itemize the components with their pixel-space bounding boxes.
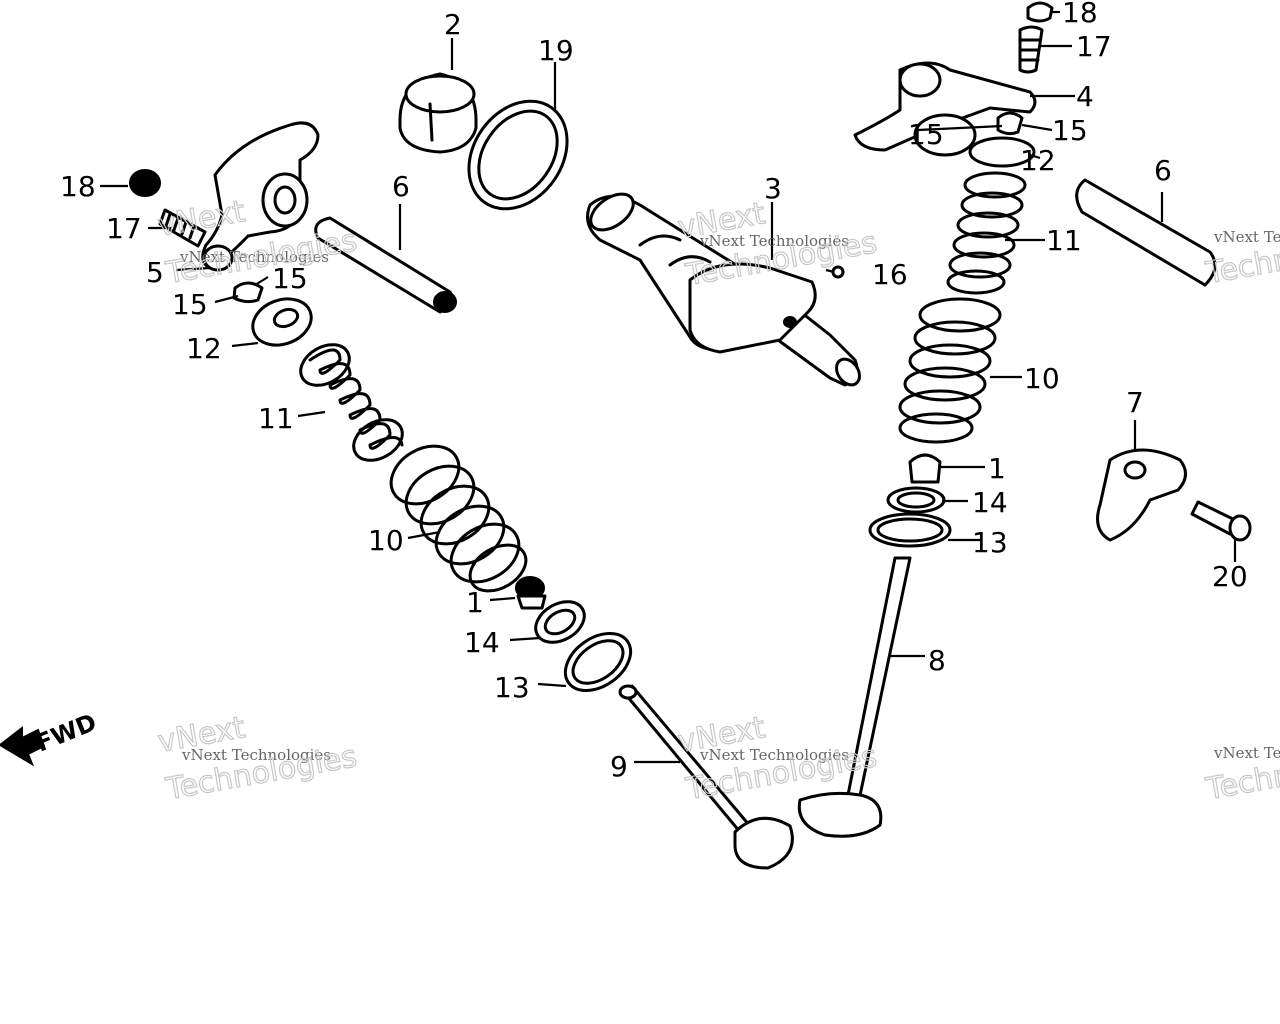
washer-13-right (868, 512, 952, 548)
callout-numbers: 2 19 3 16 18 17 4 15 15 12 11 10 1 14 13… (60, 0, 1248, 783)
callout-1-right: 1 (988, 452, 1006, 485)
bearing-part-2 (398, 72, 478, 154)
washer-13-left (563, 631, 633, 693)
watermark-small: vNext Technologies (1213, 228, 1280, 246)
callout-8: 8 (928, 644, 946, 677)
callout-15-right-b: 15 (908, 118, 944, 151)
fwd-label: FWD (32, 708, 101, 757)
watermark-small: vNext Technologies (1213, 744, 1280, 762)
callout-13-right: 13 (972, 526, 1008, 559)
callout-12-right: 12 (1020, 144, 1056, 177)
callout-20: 20 (1212, 560, 1248, 593)
fwd-direction-indicator: FWD (0, 708, 101, 767)
callout-5: 5 (146, 256, 164, 289)
adjuster-screw-17-right (1018, 25, 1044, 74)
spring-retainer-12-left (251, 297, 313, 347)
callout-1-left: 1 (466, 586, 484, 619)
callout-15-right-a: 15 (1052, 114, 1088, 147)
callout-18-left: 18 (60, 170, 96, 203)
callout-17-left: 17 (106, 212, 142, 245)
dowel-pin-16 (831, 265, 845, 279)
inner-spring-11-right (946, 171, 1027, 295)
gasket-ring-part-19 (467, 99, 569, 211)
callout-10-left: 10 (368, 524, 404, 557)
washer-14-left (534, 600, 586, 644)
callout-11-left: 11 (258, 402, 294, 435)
callout-12-left: 12 (186, 332, 222, 365)
callout-15-left-b: 15 (172, 288, 208, 321)
rocker-shaft-6-right (1075, 178, 1217, 287)
callout-16: 16 (872, 258, 908, 291)
watermark-group-4: vNext vNext Technologies Technologies (155, 710, 360, 808)
callout-18-right: 18 (1062, 0, 1098, 29)
cotter-clips-15-right (996, 111, 1024, 136)
inner-spring-11-left (299, 343, 404, 462)
decomp-arm-7 (1096, 448, 1187, 542)
callout-9: 9 (610, 750, 628, 783)
valve-8-exhaust (797, 556, 912, 838)
callout-15-left-a: 15 (272, 262, 308, 295)
leader-lines (100, 10, 1237, 764)
callout-10-right: 10 (1024, 362, 1060, 395)
nut-part-18-right (1026, 1, 1054, 23)
watermark-small: vNext Technologies (181, 746, 331, 764)
watermark-small: vNext Technologies (699, 232, 849, 250)
outer-spring-10-right (898, 297, 1002, 444)
watermark-group-3: vNext Technologies Technologies (1202, 223, 1280, 292)
valve-seal-1-right (908, 453, 942, 484)
rocker-shaft-6-left (314, 216, 457, 314)
callout-7: 7 (1126, 386, 1144, 419)
callout-6-left: 6 (392, 170, 410, 203)
callout-6-right: 6 (1154, 154, 1172, 187)
watermark-small: vNext Technologies (699, 746, 849, 764)
callout-14-right: 14 (972, 486, 1008, 519)
callout-17-right: 17 (1076, 30, 1112, 63)
watermark-group-6: vNext Technologies Technologies (1202, 739, 1280, 808)
camshaft-part-3 (586, 192, 861, 387)
rocker-arm-left (201, 121, 320, 272)
pin-20 (1190, 500, 1252, 542)
callout-2: 2 (444, 8, 462, 41)
callout-19: 19 (538, 34, 574, 67)
spring-retainer-12-right (968, 136, 1036, 168)
callout-13-left: 13 (494, 671, 530, 704)
valve-9-intake (618, 684, 794, 870)
callout-3: 3 (764, 172, 782, 205)
adjuster-screw-17-left (158, 208, 207, 248)
valve-seal-1-left (515, 576, 547, 610)
watermark-small: vNext Technologies (179, 248, 329, 266)
callout-11-right: 11 (1046, 224, 1082, 257)
callout-14-left: 14 (464, 626, 500, 659)
rocker-arm-right (853, 61, 1037, 157)
cotter-clips-15-left (232, 281, 264, 304)
washer-14-right (886, 486, 946, 514)
callout-4: 4 (1076, 80, 1094, 113)
nut-part-18-left (129, 169, 161, 197)
outer-spring-10-left (389, 444, 528, 593)
